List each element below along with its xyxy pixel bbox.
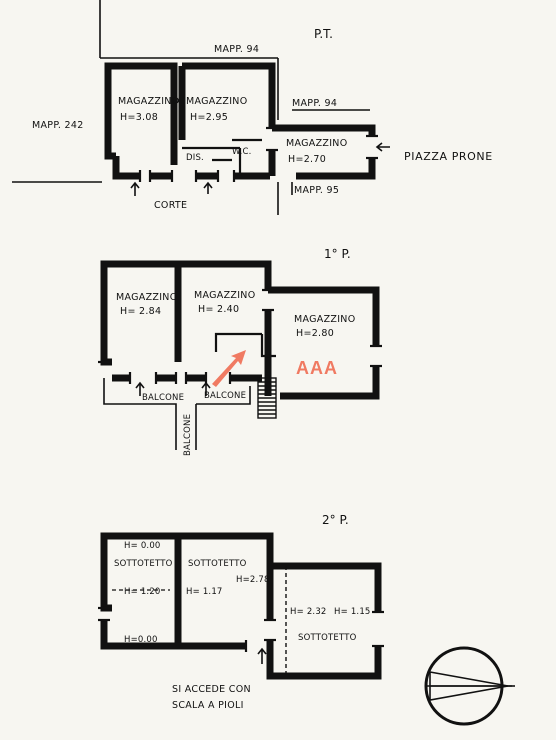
access-note-line1: SI ACCEDE CON [172,684,251,695]
room-name: SOTTOTETTO [298,633,357,643]
room-name: MAGAZZINO [186,96,248,107]
watermark-text: AAA [296,358,338,378]
room-height: H= 1.20 [124,587,161,597]
label-corte: CORTE [154,200,187,211]
room-height: H=0.00 [124,635,158,645]
room-name: SOTTOTETTO [114,559,173,569]
second-floor-plan: 2° P. H= 0.00 SOTTOTETTO H= 1.20 H=0.00 … [98,513,384,711]
label-mapp-242: MAPP. 242 [32,120,84,131]
room-height: H= 2.84 [120,306,161,317]
first-floor-plan: 1° P. MAGAZZINO H= 2.84 MAGAZZINO H= 2.4… [98,247,382,456]
label-mapp-94-top: MAPP. 94 [214,44,259,55]
room-height: H=2.80 [296,328,334,339]
staircase [257,377,277,419]
room-height: H= 1.15 [334,607,371,617]
room-height: H=2.70 [288,154,326,165]
room-height: H=2.78 [236,575,270,585]
room-name: MAGAZZINO [194,290,256,301]
room-name: SOTTOTETTO [188,559,247,569]
label-balcone-right: BALCONE [204,391,246,401]
label-wc: W.C. [232,147,252,157]
room-name: MAGAZZINO [118,96,180,107]
label-mapp-94-right: MAPP. 94 [292,98,337,109]
room-height: H=3.08 [120,112,158,123]
access-note-line2: SCALA A PIOLI [172,700,244,711]
label-balcone-vertical: BALCONE [183,414,193,456]
ground-floor-plan: P.T. MAPP. 94 MAPP. 94 MAPP. 242 MAPP. 9… [12,0,493,215]
label-dis: DIS. [186,153,204,163]
label-balcone-left: BALCONE [142,393,184,403]
room-height: H= 1.17 [186,587,223,597]
second-floor-title: 2° P. [322,513,349,527]
first-floor-title: 1° P. [324,247,351,261]
label-piazza-prone: PIAZZA PRONE [404,150,493,163]
label-mapp-95: MAPP. 95 [294,185,339,196]
room-name: MAGAZZINO [294,314,356,325]
room-name: MAGAZZINO [116,292,178,303]
room-height: H= 0.00 [124,541,161,551]
room-name: MAGAZZINO [286,138,348,149]
room-height: H=2.95 [190,112,228,123]
room-height: H= 2.32 [290,607,327,617]
arrow-logo-icon [212,350,246,387]
room-height: H= 2.40 [198,304,239,315]
ground-floor-title: P.T. [314,27,333,41]
north-arrow-icon [424,646,515,726]
